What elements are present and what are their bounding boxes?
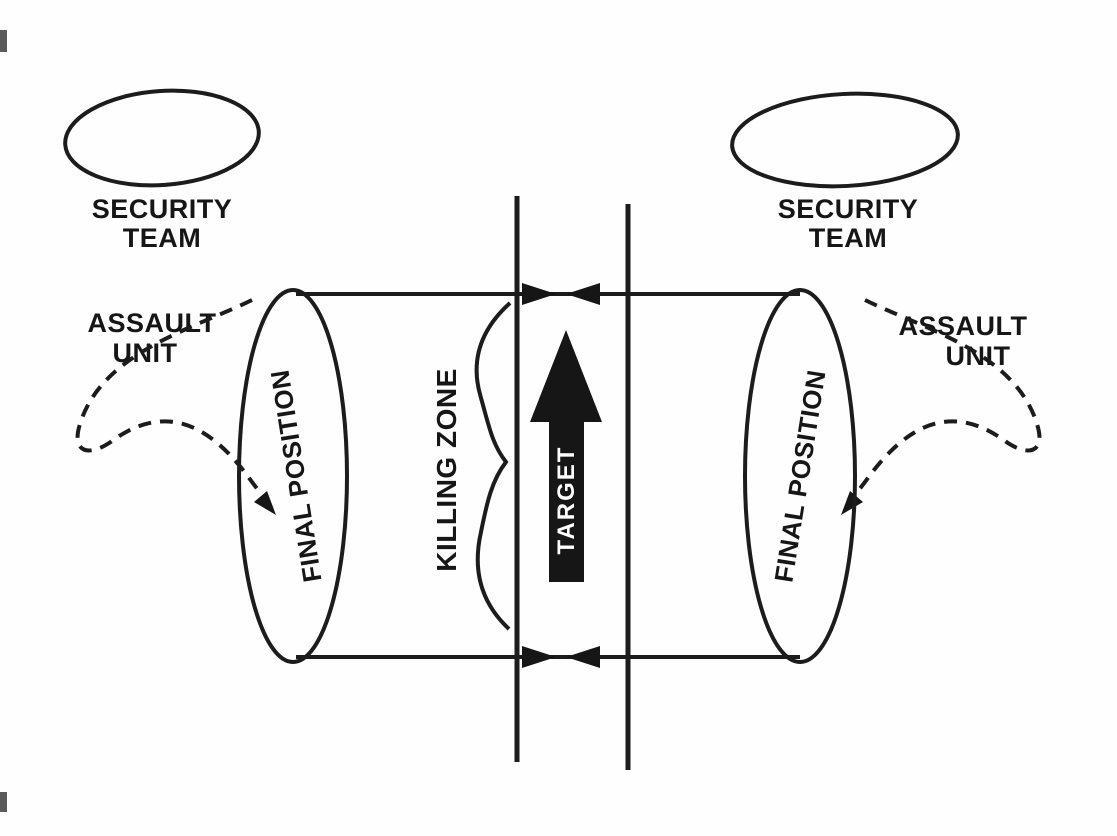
top-arrowhead-right-icon <box>522 283 556 305</box>
target-label: TARGET <box>553 446 580 555</box>
target-arrow-shaft <box>549 420 584 582</box>
bottom-arrowhead-left-icon <box>566 646 600 668</box>
security-team-left-label-line2: TEAM <box>123 223 202 253</box>
assault-route-left <box>75 298 271 508</box>
final-position-ellipse-left <box>237 288 349 664</box>
final-position-right-label: FINAL POSITION <box>768 368 831 585</box>
final-position-ellipse-right <box>743 288 857 664</box>
security-team-ellipse-right <box>730 91 960 189</box>
assault-route-right-arrowhead-icon <box>841 491 863 515</box>
security-team-left-label-line1: SECURITY <box>92 194 233 224</box>
bottom-arrowhead-right-icon <box>522 646 556 668</box>
security-team-right-label-line2: TEAM <box>809 223 888 253</box>
assault-route-right <box>846 298 1042 508</box>
top-arrowhead-left-icon <box>566 283 600 305</box>
killing-zone-label: KILLING ZONE <box>431 368 462 572</box>
assault-unit-right-label-line1: ASSAULT <box>899 311 1028 341</box>
assault-unit-left-label-line1: ASSAULT <box>88 308 217 338</box>
assault-route-left-arrowhead-icon <box>254 491 276 515</box>
scan-artifact-bottom <box>0 792 7 812</box>
security-team-ellipse-left <box>63 88 261 188</box>
scan-artifact-top <box>0 30 7 52</box>
final-position-left-label: FINAL POSITION <box>264 368 327 585</box>
killing-zone-brace <box>474 301 512 631</box>
target-arrow-head-icon <box>530 330 602 422</box>
assault-unit-right-label-line2: UNIT <box>946 341 1011 371</box>
security-team-right-label-line1: SECURITY <box>778 194 919 224</box>
